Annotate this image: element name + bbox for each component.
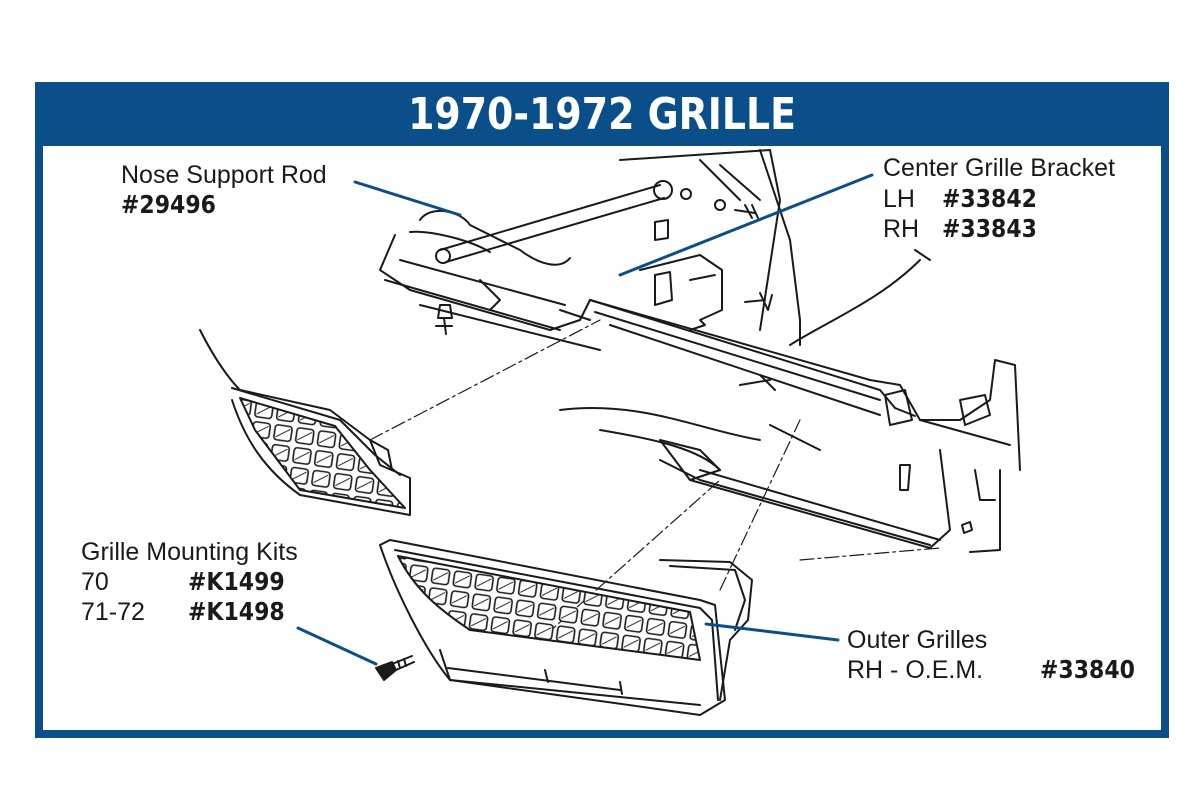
center-grille-bracket-rh-label: RH [883,215,920,243]
mounting-kit-row2-label: 71-72 [81,598,145,626]
nose-support-rod [409,180,759,266]
center-grille-bracket-lh-part: #33842 [942,184,1037,213]
leader-lines [296,173,874,666]
leader-outer-grilles [704,622,840,642]
page-title: 1970-1972 GRILLE [408,89,796,140]
outer-grilles-label: Outer Grilles [847,626,988,654]
grille-mounting-kits-label: Grille Mounting Kits [81,538,298,566]
center-grille-bracket-label: Center Grille Bracket [883,154,1116,182]
nose-support-rod-part-number: #29496 [121,190,216,219]
mounting-kit-row1-label: 70 [81,568,109,596]
leader-mounting-kits [296,626,378,666]
center-grille-bracket [639,219,773,331]
center-grille-bracket-rh-part: #33843 [942,214,1037,243]
leader-nose-support-rod [353,180,462,217]
mounting-screw [375,655,415,681]
mounting-kit-row2-part: #K1498 [188,597,285,626]
outer-grilles-rh-label: RH - O.E.M. [847,656,984,684]
outer-grilles-rh-part: #33840 [1040,655,1135,684]
nose-support-rod-label: Nose Support Rod [121,161,327,189]
lower-body-section [559,406,941,549]
leader-center-grille-bracket [618,173,874,277]
diagram-frame: 1970-1972 GRILLE [35,82,1169,738]
cross-member [379,234,916,417]
upper-body-panel [619,149,931,346]
left-outer-grille [199,329,411,516]
fasteners [435,304,973,534]
mounting-kit-row1-part: #K1499 [188,567,285,596]
right-outer-grille [379,539,753,716]
alignment-lines [369,319,941,641]
right-body-section [869,359,1021,553]
center-grille-bracket-lh-label: LH [883,185,915,213]
